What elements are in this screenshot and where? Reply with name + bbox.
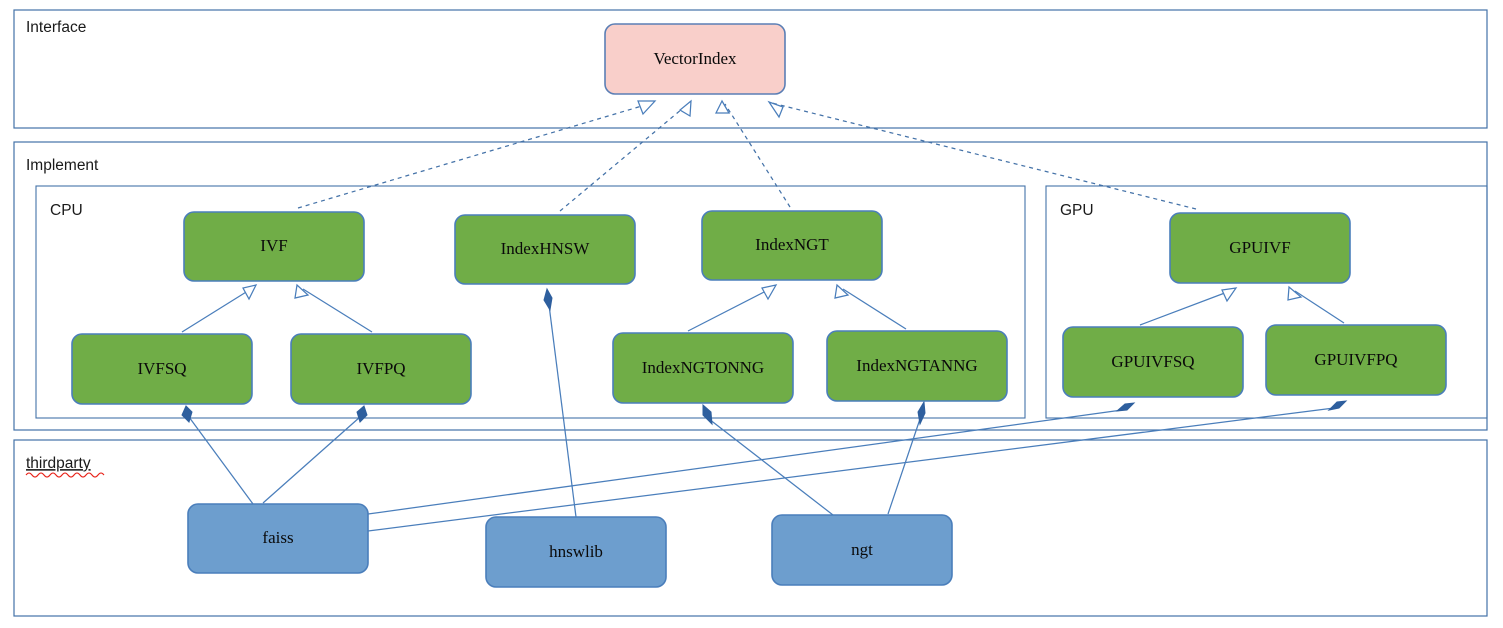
node-vectorindex[interactable]: VectorIndex [604, 23, 786, 95]
edge-gpuivfsq-to-gpuivf [1139, 287, 1238, 326]
edge-ivf-to-vectorindex [297, 100, 657, 209]
node-label-gpuivfsq: GPUIVFSQ [1111, 352, 1194, 371]
node-ivfpq[interactable]: IVFPQ [290, 333, 472, 405]
node-gpuivfsq[interactable]: GPUIVFSQ [1062, 326, 1244, 398]
node-label-ivfpq: IVFPQ [356, 359, 405, 378]
node-indexngt[interactable]: IndexNGT [701, 210, 883, 281]
package-thirdparty: thirdparty [13, 439, 1488, 617]
edge-ngt-to-indexngtanng [887, 400, 926, 515]
node-label-faiss: faiss [262, 528, 293, 547]
node-label-ngt: ngt [851, 540, 873, 559]
spellcheck-squiggle [25, 472, 105, 478]
node-label-indexhnsw: IndexHNSW [501, 239, 591, 258]
node-indexngtonng[interactable]: IndexNGTONNG [612, 332, 794, 404]
node-gpuivf[interactable]: GPUIVF [1169, 212, 1351, 284]
package-label-cpu: CPU [50, 202, 83, 219]
node-label-gpuivf: GPUIVF [1229, 238, 1290, 257]
edges-layer [181, 99, 1348, 532]
edge-indexhnsw-to-vectorindex [559, 99, 692, 212]
node-label-vectorindex: VectorIndex [653, 49, 737, 68]
package-label-gpu: GPU [1060, 202, 1094, 219]
node-label-indexngtanng: IndexNGTANNG [856, 356, 977, 375]
edge-faiss-to-gpuivfsq [367, 402, 1136, 515]
package-gpu: GPU [1045, 185, 1488, 419]
package-label-interface: Interface [26, 19, 86, 36]
edge-gpuivfpq-to-gpuivf [1287, 285, 1345, 324]
edge-indexngtonng-to-indexngt [687, 284, 778, 332]
node-label-indexngtonng: IndexNGTONNG [642, 358, 764, 377]
node-faiss[interactable]: faiss [187, 503, 369, 574]
node-indexngtanng[interactable]: IndexNGTANNG [826, 330, 1008, 402]
node-label-gpuivfpq: GPUIVFPQ [1314, 350, 1397, 369]
package-label-thirdparty: thirdparty [26, 455, 91, 472]
node-label-indexngt: IndexNGT [755, 235, 829, 254]
edge-gpuivf-to-vectorindex [767, 100, 1197, 210]
edge-ivfpq-to-ivf [294, 283, 373, 333]
package-label-implement: Implement [26, 157, 99, 174]
node-ivfsq[interactable]: IVFSQ [71, 333, 253, 405]
edge-ngt-to-indexngtonng [702, 403, 834, 516]
node-ngt[interactable]: ngt [771, 514, 953, 586]
package-cpu: CPU [35, 185, 1026, 419]
node-gpuivfpq[interactable]: GPUIVFPQ [1265, 324, 1447, 396]
edge-faiss-to-gpuivfpq [367, 400, 1348, 532]
edge-faiss-to-ivfsq [181, 405, 254, 505]
node-hnswlib[interactable]: hnswlib [485, 516, 667, 588]
edge-indexngtanng-to-indexngt [834, 283, 907, 330]
node-label-ivfsq: IVFSQ [137, 359, 186, 378]
edge-hnswlib-to-indexhnsw [543, 287, 577, 518]
edge-indexngt-to-vectorindex [714, 99, 791, 208]
node-label-hnswlib: hnswlib [549, 542, 603, 561]
edge-faiss-to-ivfpq [262, 405, 368, 504]
node-ivf[interactable]: IVF [183, 211, 365, 282]
node-label-ivf: IVF [260, 236, 287, 255]
node-indexhnsw[interactable]: IndexHNSW [454, 214, 636, 285]
edge-ivfsq-to-ivf [181, 284, 258, 333]
